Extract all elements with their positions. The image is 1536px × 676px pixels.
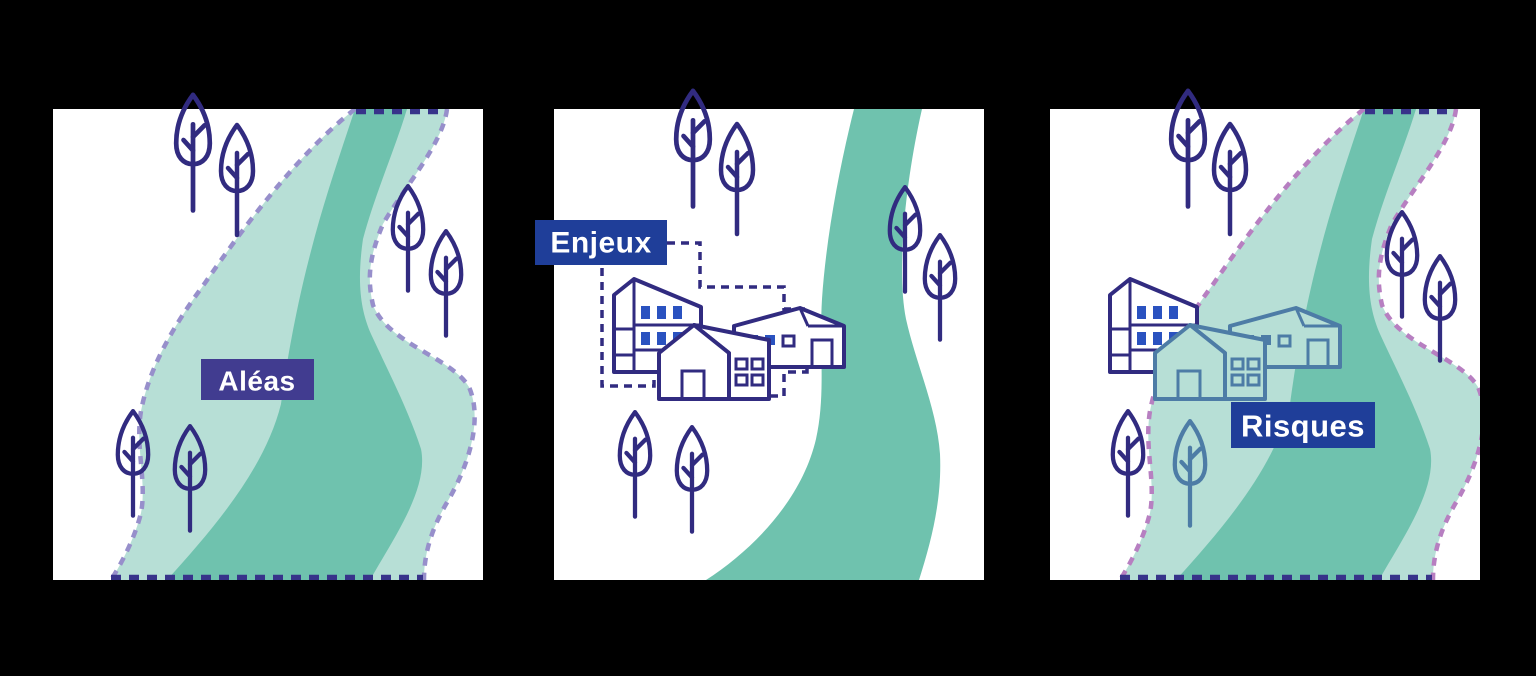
enjeux-illustration: Enjeux (535, 84, 984, 580)
village-buildings (600, 241, 846, 401)
risques-badge: Risques (1231, 402, 1375, 448)
flood-boundary-left (109, 109, 357, 580)
stakes-outline-dashed (600, 241, 809, 398)
aleas-illustration: Aléas (53, 84, 483, 580)
village-buildings (1108, 277, 1342, 401)
panel-risques: Risques (1050, 84, 1480, 580)
panel-aleas: Aléas (53, 84, 483, 580)
flood-boundary-right (367, 109, 477, 580)
flooded-house-icon (1153, 323, 1267, 401)
aleas-badge: Aléas (201, 359, 314, 400)
river-shape (167, 109, 423, 580)
flood-boundary-right (1376, 109, 1480, 580)
panel-enjeux: Enjeux (535, 84, 984, 580)
aleas-badge-label: Aléas (218, 366, 295, 397)
house-icon (657, 323, 771, 401)
enjeux-badge: Enjeux (535, 220, 667, 265)
risques-badge-label: Risques (1241, 409, 1365, 444)
enjeux-badge-label: Enjeux (550, 227, 651, 260)
flood-boundary-left (1118, 109, 1366, 580)
risques-illustration: Risques (1050, 84, 1480, 580)
